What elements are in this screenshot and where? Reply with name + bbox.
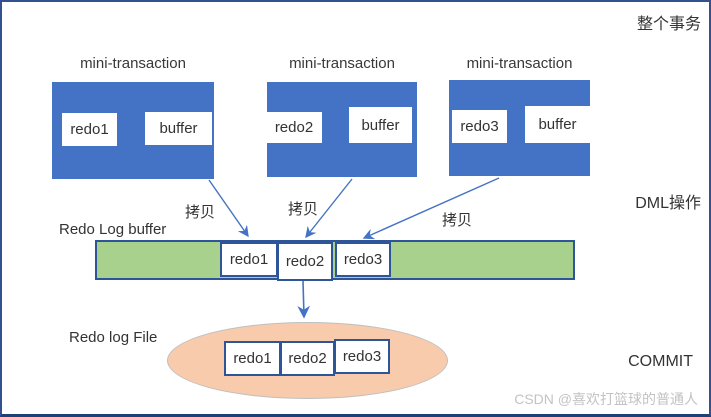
buffer-to-file-arrow: [297, 280, 311, 319]
mini-transaction-1-redo-box: redo1: [62, 113, 117, 146]
mini-transaction-2-redo-box: redo2: [266, 112, 322, 143]
copy-label-3: 拷贝: [442, 212, 473, 229]
copy-label-1: 拷贝: [185, 204, 216, 221]
file-entry-redo1: redo1: [224, 341, 281, 376]
copy-label-2: 拷贝: [288, 201, 319, 218]
csdn-watermark: CSDN @喜欢打篮球的普通人: [514, 391, 698, 407]
buffer-entry-redo2: redo2: [277, 242, 333, 281]
redo-log-file-label: Redo log File: [69, 329, 158, 346]
redo-log-buffer-label: Redo Log buffer: [59, 221, 167, 238]
commit-label: COMMIT: [628, 353, 693, 370]
buffer-entry-redo1: redo1: [220, 242, 278, 277]
file-entry-redo3: redo3: [334, 339, 390, 374]
whole-transaction-label: 整个事务: [636, 16, 701, 33]
copy-arrow-3: [362, 177, 500, 240]
dml-operation-label: DML操作: [635, 195, 701, 212]
mini-transaction-1-buffer-box: buffer: [145, 112, 212, 145]
mini-transaction-3-redo-box: redo3: [452, 110, 507, 143]
mini-transaction-2-buffer-box: buffer: [349, 107, 412, 143]
buffer-entry-redo3: redo3: [335, 242, 391, 277]
file-entry-redo2: redo2: [280, 341, 335, 376]
mini-transaction-1-title: mini-transaction: [80, 55, 186, 72]
mini-transaction-3-title: mini-transaction: [466, 55, 573, 72]
mini-transaction-2-title: mini-transaction: [289, 55, 395, 72]
mini-transaction-3-buffer-box: buffer: [525, 106, 590, 143]
